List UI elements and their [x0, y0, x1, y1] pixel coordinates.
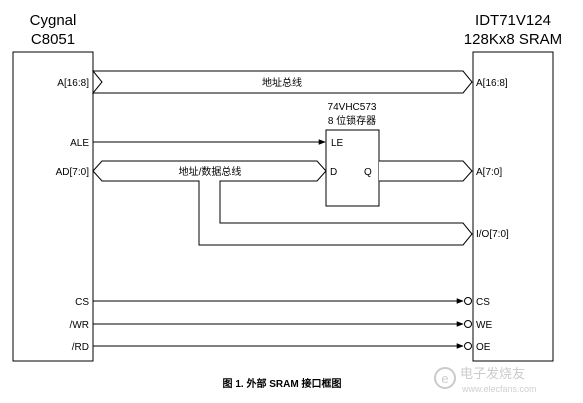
- latch-desc-label: 8 位锁存器: [328, 114, 376, 127]
- we-inversion-bubble: [464, 320, 472, 328]
- mcu-block: Cygnal C8051 A[16:8] ALE AD[7:0] CS /WR …: [12, 12, 94, 362]
- watermark: e 电子发烧友 www.elecfans.com: [434, 366, 537, 394]
- latch-part-label: 74VHC573: [328, 102, 377, 113]
- watermark-text: 电子发烧友: [460, 366, 525, 381]
- latch-pin-le: LE: [331, 138, 344, 149]
- latch-box: [325, 129, 380, 207]
- mcu-name-line2: C8051: [31, 31, 75, 48]
- latch-pin-q: Q: [364, 167, 372, 178]
- address-bus-arrow: [91, 70, 473, 94]
- mcu-name-line1: Cygnal: [30, 12, 77, 29]
- cs-inversion-bubble: [464, 297, 472, 305]
- sram-pin-cs: CS: [476, 297, 490, 308]
- latch-block: 74VHC573 8 位锁存器 LE D Q: [325, 102, 380, 207]
- watermark-logo-letter: e: [441, 371, 448, 386]
- sram-pin-a-high: A[16:8]: [476, 78, 508, 89]
- addr-data-bus-shape: [92, 160, 473, 246]
- mcu-pin-rd: /RD: [72, 342, 89, 353]
- control-lines: [93, 297, 472, 350]
- latched-address-bus: [379, 160, 473, 182]
- sram-block: IDT71V124 128Kx8 SRAM A[16:8] A[7:0] I/O…: [464, 12, 562, 362]
- sram-pin-io: I/O[7:0]: [476, 229, 509, 240]
- mcu-pin-ale: ALE: [70, 138, 89, 149]
- sram-pin-oe: OE: [476, 342, 491, 353]
- sram-box: [472, 51, 554, 362]
- mcu-pin-ad: AD[7:0]: [56, 167, 90, 178]
- addr-data-bus-label: 地址/数据总线: [179, 165, 242, 178]
- sram-pin-we: WE: [476, 320, 492, 331]
- mcu-pin-cs: CS: [75, 297, 89, 308]
- watermark-logo-icon: [434, 367, 456, 389]
- address-bus-label: 地址总线: [262, 76, 302, 89]
- figure-caption: 图 1. 外部 SRAM 接口框图: [223, 377, 342, 390]
- sram-name-line1: IDT71V124: [475, 12, 551, 29]
- sram-name-line2: 128Kx8 SRAM: [464, 31, 562, 48]
- sram-pin-a-low: A[7:0]: [476, 167, 502, 178]
- mcu-pin-wr: /WR: [70, 320, 89, 331]
- mcu-box: [12, 51, 94, 362]
- addr-data-bus: 地址/数据总线: [92, 160, 473, 246]
- mcu-pin-a-high: A[16:8]: [57, 78, 89, 89]
- latch-pin-d: D: [330, 167, 337, 178]
- address-bus: 地址总线: [91, 70, 473, 94]
- oe-inversion-bubble: [464, 342, 472, 350]
- watermark-url: www.elecfans.com: [461, 384, 537, 394]
